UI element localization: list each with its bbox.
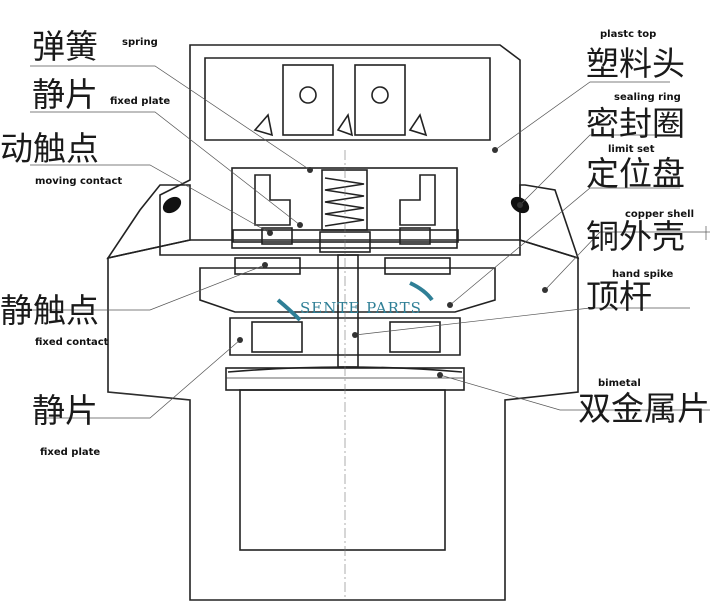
label-plastic-top-en: plastc top <box>600 29 656 40</box>
label-plastic-top-zh: 塑料头 <box>586 44 685 83</box>
label-fixed-plate-zh-top: 静片 <box>32 75 98 114</box>
label-sealing-ring-en: sealing ring <box>614 92 681 103</box>
label-limit-set-en: limit set <box>608 144 655 155</box>
label-hand-spike-en: hand spike <box>612 269 674 280</box>
label-fixed-contact-zh: 静触点 <box>0 291 99 330</box>
spring <box>321 169 368 231</box>
label-fixed-plate-en-bottom: fixed plate <box>40 447 100 458</box>
plastic-top <box>159 44 521 256</box>
label-bimetal-en: bimetal <box>598 378 641 389</box>
sealing-ring <box>162 196 530 214</box>
moving-contact <box>232 227 459 253</box>
leader-lines <box>30 65 710 419</box>
label-spring-en: spring <box>122 37 158 48</box>
lower-ring <box>229 317 461 356</box>
label-fixed-plate-en-top: fixed plate <box>110 96 170 107</box>
label-bimetal-zh: 双金属片 <box>578 389 710 428</box>
watermark: SENTE PARTS <box>276 281 434 322</box>
label-limit-set-zh: 定位盘 <box>586 154 685 193</box>
label-moving-contact-zh: 动触点 <box>0 129 99 168</box>
watermark-text: SENTE PARTS <box>300 299 422 317</box>
terminals <box>253 64 428 137</box>
label-moving-contact-en: moving contact <box>35 176 122 187</box>
limit-set <box>199 257 496 313</box>
label-fixed-plate-zh-bottom: 静片 <box>32 391 98 430</box>
label-copper-shell-zh: 铜外壳 <box>586 217 685 256</box>
contact-brackets <box>254 174 436 226</box>
label-fixed-contact-en: fixed contact <box>35 337 109 348</box>
label-spring-zh: 弹簧 <box>32 27 98 66</box>
copper-shell <box>107 239 579 601</box>
shell-shoulder <box>106 184 580 260</box>
label-sealing-ring-zh: 密封圈 <box>586 104 685 143</box>
label-hand-spike-zh: 顶杆 <box>586 277 652 316</box>
label-copper-shell-en: copper shell <box>625 209 694 220</box>
